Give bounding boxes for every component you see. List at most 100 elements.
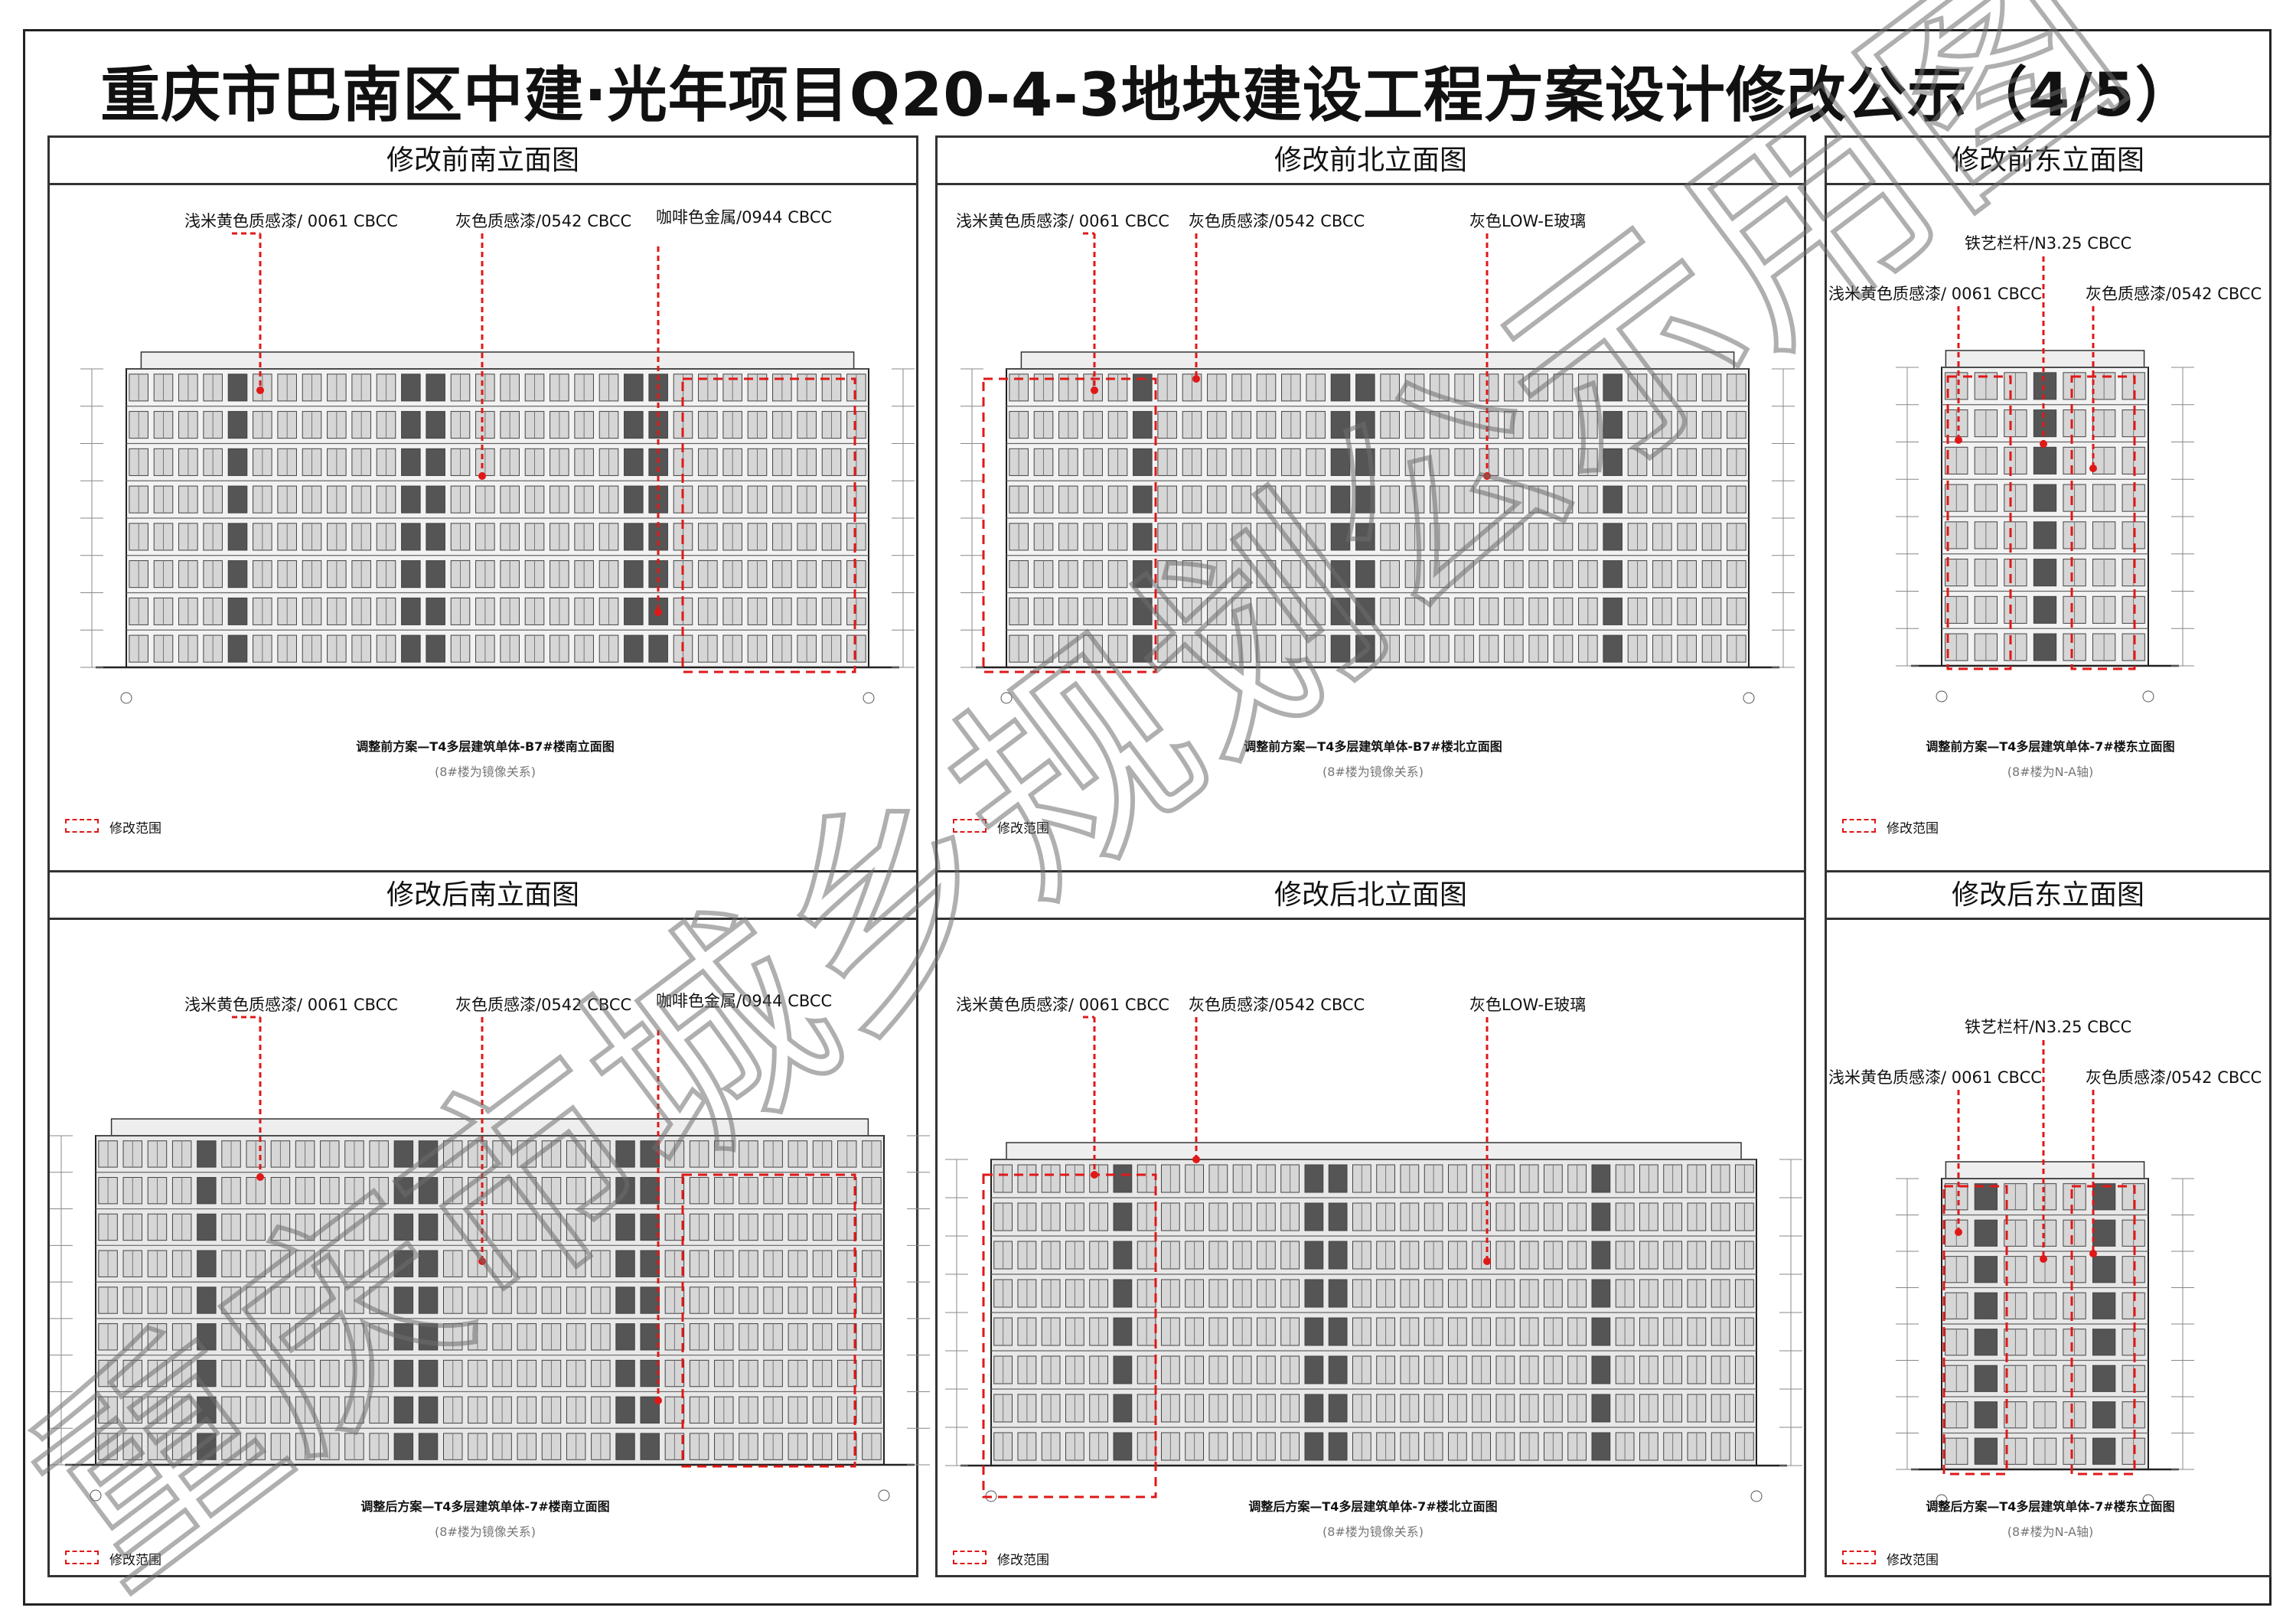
window xyxy=(418,1213,439,1241)
window xyxy=(227,448,248,476)
callout-dot xyxy=(2089,465,2097,472)
window xyxy=(426,560,445,589)
window xyxy=(1133,411,1153,439)
material-label: 灰色质感漆/0542 CBCC xyxy=(455,996,632,1014)
window xyxy=(1328,1355,1348,1384)
window xyxy=(426,523,445,551)
modification-zone xyxy=(2070,375,2136,670)
window xyxy=(1591,1432,1611,1461)
legend-dashed-box xyxy=(953,819,987,833)
window xyxy=(426,448,445,476)
callout-dot xyxy=(2089,1250,2097,1257)
window xyxy=(1328,1394,1348,1423)
window xyxy=(393,1396,414,1424)
window xyxy=(1355,373,1375,402)
window xyxy=(393,1213,414,1241)
window xyxy=(1355,411,1375,439)
window xyxy=(624,411,644,439)
window xyxy=(1974,1183,1998,1211)
window xyxy=(640,1433,660,1460)
material-label: 灰色质感漆/0542 CBCC xyxy=(2086,1068,2262,1087)
window xyxy=(1304,1317,1324,1346)
axis-bubble xyxy=(1000,692,1013,704)
modification-zone xyxy=(1942,1185,2008,1476)
material-label: 浅米黄色质感漆/ 0061 CBCC xyxy=(184,212,398,230)
window xyxy=(640,1286,660,1314)
window xyxy=(624,523,644,551)
elevation-drawing xyxy=(945,1016,1802,1502)
legend-dashed-box xyxy=(1842,1551,1876,1564)
window xyxy=(1304,1432,1324,1461)
window xyxy=(197,1323,217,1351)
window xyxy=(1328,1241,1348,1270)
window xyxy=(640,1176,660,1205)
drawing-subcaption: (8#楼为N-A轴) xyxy=(2007,1525,2094,1539)
axis-bubble xyxy=(863,692,875,704)
material-label: 铁艺栏杆/N3.25 CBCC xyxy=(1965,1018,2132,1036)
window xyxy=(1603,523,1623,551)
axis-bubble xyxy=(2142,690,2154,703)
window xyxy=(393,1359,414,1388)
window xyxy=(2033,559,2057,587)
drawing-subcaption: (8#楼为镜像关系) xyxy=(1322,765,1424,779)
callout-dot xyxy=(256,1173,264,1181)
panel-title: 修改后南立面图 xyxy=(50,872,916,920)
material-label: 浅米黄色质感漆/ 0061 CBCC xyxy=(956,996,1169,1014)
window xyxy=(1591,1164,1611,1193)
window xyxy=(640,1140,660,1168)
window xyxy=(1330,560,1351,589)
window xyxy=(227,411,248,439)
window xyxy=(1328,1202,1348,1231)
material-label: 灰色质感漆/0542 CBCC xyxy=(455,212,632,230)
window xyxy=(1328,1164,1348,1193)
window xyxy=(640,1213,660,1241)
window xyxy=(197,1396,217,1424)
window xyxy=(401,448,421,476)
window xyxy=(418,1286,439,1314)
window xyxy=(401,411,421,439)
window xyxy=(624,597,644,625)
window xyxy=(1304,1202,1324,1231)
callout-dot xyxy=(1483,472,1491,480)
window xyxy=(418,1396,439,1424)
modification-zone xyxy=(681,1173,856,1468)
window xyxy=(615,1250,635,1277)
window xyxy=(401,485,421,514)
window xyxy=(1330,485,1351,514)
window xyxy=(426,373,445,402)
window xyxy=(1591,1241,1611,1270)
window xyxy=(1304,1279,1324,1308)
window xyxy=(648,634,668,663)
window xyxy=(1603,634,1623,663)
legend-label: 修改范围 xyxy=(109,821,161,836)
callout-dot xyxy=(256,386,264,394)
window xyxy=(418,1176,439,1205)
window xyxy=(227,597,248,625)
window xyxy=(1113,1355,1133,1384)
axis-bubble xyxy=(1936,1494,1948,1506)
callout-dot xyxy=(478,1257,486,1265)
drawing-subcaption: (8#楼为镜像关系) xyxy=(434,765,536,779)
window xyxy=(1603,411,1623,439)
window xyxy=(418,1323,439,1351)
window xyxy=(1591,1355,1611,1384)
window xyxy=(1304,1241,1324,1270)
window xyxy=(624,373,644,402)
window xyxy=(2033,372,2057,400)
material-label: 浅米黄色质感漆/ 0061 CBCC xyxy=(956,212,1169,230)
window xyxy=(1330,448,1351,476)
window xyxy=(615,1286,635,1314)
window xyxy=(197,1176,217,1205)
material-label: 铁艺栏杆/N3.25 CBCC xyxy=(1965,234,2132,253)
axis-bubble xyxy=(1936,690,1948,703)
window xyxy=(393,1140,414,1168)
axis-bubble xyxy=(878,1489,890,1502)
panel-title: 修改前东立面图 xyxy=(1827,138,2269,185)
window xyxy=(2092,1365,2116,1392)
window xyxy=(426,597,445,625)
window xyxy=(1603,560,1623,589)
window xyxy=(418,1140,439,1168)
window xyxy=(1355,634,1375,663)
window xyxy=(1603,485,1623,514)
window xyxy=(393,1250,414,1277)
